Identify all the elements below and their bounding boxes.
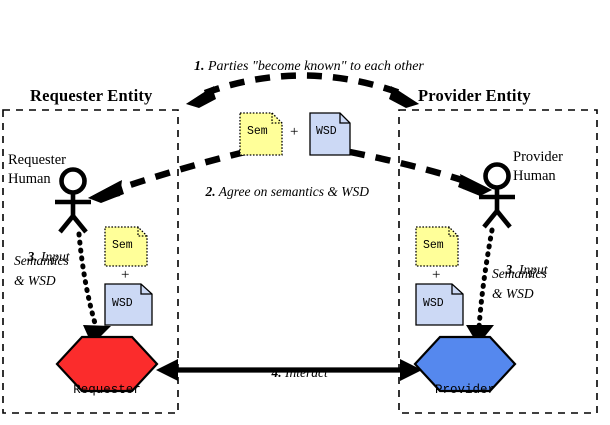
requester-plus-sign: + — [121, 267, 130, 283]
requester-sem-label: Sem — [112, 239, 133, 252]
step2-left-arrow — [88, 148, 246, 203]
provider-agent-label: Provider Agent — [425, 349, 505, 425]
requester-step3-line2: Semantics — [14, 253, 69, 268]
provider-sem-document — [415, 226, 459, 267]
provider-input-dotted-arrow — [466, 227, 495, 345]
center-plus-sign: + — [290, 124, 299, 140]
center-wsd-document — [309, 112, 351, 156]
step1-caption: 1. Parties "become known" to each other — [180, 42, 424, 92]
requester-human-label-line2: Human — [8, 171, 51, 187]
provider-human-label-line2: Human — [513, 168, 556, 184]
step4-caption: 4. Interact — [258, 349, 328, 397]
provider-human-label-line1: Provider — [513, 149, 563, 165]
step4-interact-arrow — [156, 359, 422, 381]
provider-plus-sign: + — [432, 267, 441, 283]
center-sem-document — [239, 112, 283, 156]
requester-agent-label-line1: Requester — [73, 382, 141, 397]
requester-step3-line3: & WSD — [14, 273, 56, 288]
step1-text: Parties "become known" to each other — [204, 58, 424, 74]
step2-caption: 2. Agree on semantics & WSD — [192, 168, 369, 216]
provider-step3-line2: Semantics — [492, 266, 547, 281]
step1-number: 1. — [194, 58, 205, 74]
provider-sem-label: Sem — [423, 239, 444, 252]
provider-step3-number: 3. — [505, 261, 516, 277]
step4-text: Interact — [281, 364, 328, 380]
requester-entity-box — [2, 109, 179, 414]
requester-wsd-document — [104, 283, 153, 326]
provider-wsd-label: WSD — [423, 297, 444, 310]
requester-sem-document — [104, 226, 148, 267]
requester-agent-label: Requester Agent — [67, 349, 147, 425]
step2-number: 2. — [205, 183, 216, 199]
provider-entity-box — [398, 109, 598, 414]
provider-step3-line3: & WSD — [492, 286, 534, 301]
provider-human-figure — [479, 162, 515, 229]
provider-step3-text1: Input — [515, 261, 548, 277]
requester-entity-title: Requester Entity — [30, 86, 153, 105]
provider-agent-hexagon — [413, 335, 517, 393]
step2-text: Agree on semantics & WSD — [215, 183, 369, 199]
provider-step3-line1: 3. Input — [492, 246, 548, 294]
center-sem-label: Sem — [247, 125, 268, 138]
provider-wsd-document — [415, 283, 464, 326]
step2-right-arrow — [349, 148, 492, 196]
step4-number: 4. — [271, 364, 282, 380]
step1-arc-arrow — [186, 72, 419, 108]
requester-agent-hexagon — [55, 335, 159, 393]
center-wsd-label: WSD — [316, 125, 337, 138]
requester-step3-number: 3. — [27, 248, 38, 264]
requester-wsd-label: WSD — [112, 297, 133, 310]
requester-human-figure — [55, 167, 91, 234]
provider-agent-label-line1: Provider — [434, 382, 495, 397]
requester-human-label-line1: Requester — [8, 152, 66, 168]
provider-entity-title: Provider Entity — [418, 86, 531, 105]
requester-step3-text1: Input — [37, 248, 70, 264]
requester-step3-line1: 3. Input — [14, 233, 70, 281]
